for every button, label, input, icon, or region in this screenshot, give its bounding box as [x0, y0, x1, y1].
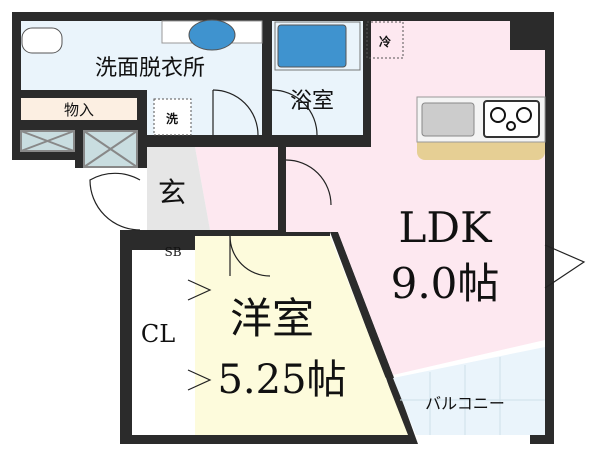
hallway-area — [195, 147, 278, 230]
western-room-label: 洋室 — [230, 294, 314, 343]
bathroom-label: 浴室 — [290, 89, 334, 114]
closet-label: CL — [141, 320, 175, 348]
closet-area — [132, 250, 188, 435]
entrance-area — [147, 147, 210, 230]
bathtub-rim — [274, 21, 361, 71]
balcony-area — [393, 347, 545, 435]
toilet-icon — [21, 27, 63, 54]
storage-area — [21, 98, 137, 120]
kitchen-sink-icon — [421, 102, 475, 137]
fridge-space — [366, 21, 404, 59]
washer-label: 洗 — [166, 111, 178, 126]
shoe-box-label: SB — [164, 245, 181, 259]
doors — [89, 89, 586, 391]
western-room-area — [195, 236, 408, 435]
ldk-label: LDK — [399, 203, 494, 252]
washer-space — [153, 98, 192, 136]
balcony-grid — [400, 357, 545, 435]
storage-label: 物入 — [64, 101, 94, 119]
storage-cross-boxes — [20, 130, 138, 168]
balcony-label: バルコニー — [425, 394, 505, 413]
ldk-size-label: 9.0帖 — [391, 259, 500, 308]
bathtub — [277, 24, 347, 68]
wash-basin-icon — [188, 19, 236, 51]
washroom-label: 洗面脱衣所 — [95, 56, 205, 81]
stove-icon — [483, 100, 540, 138]
entrance-label: 玄 — [158, 176, 186, 209]
western-room-size-label: 5.25帖 — [217, 357, 346, 403]
fridge-label: 冷 — [379, 34, 391, 49]
